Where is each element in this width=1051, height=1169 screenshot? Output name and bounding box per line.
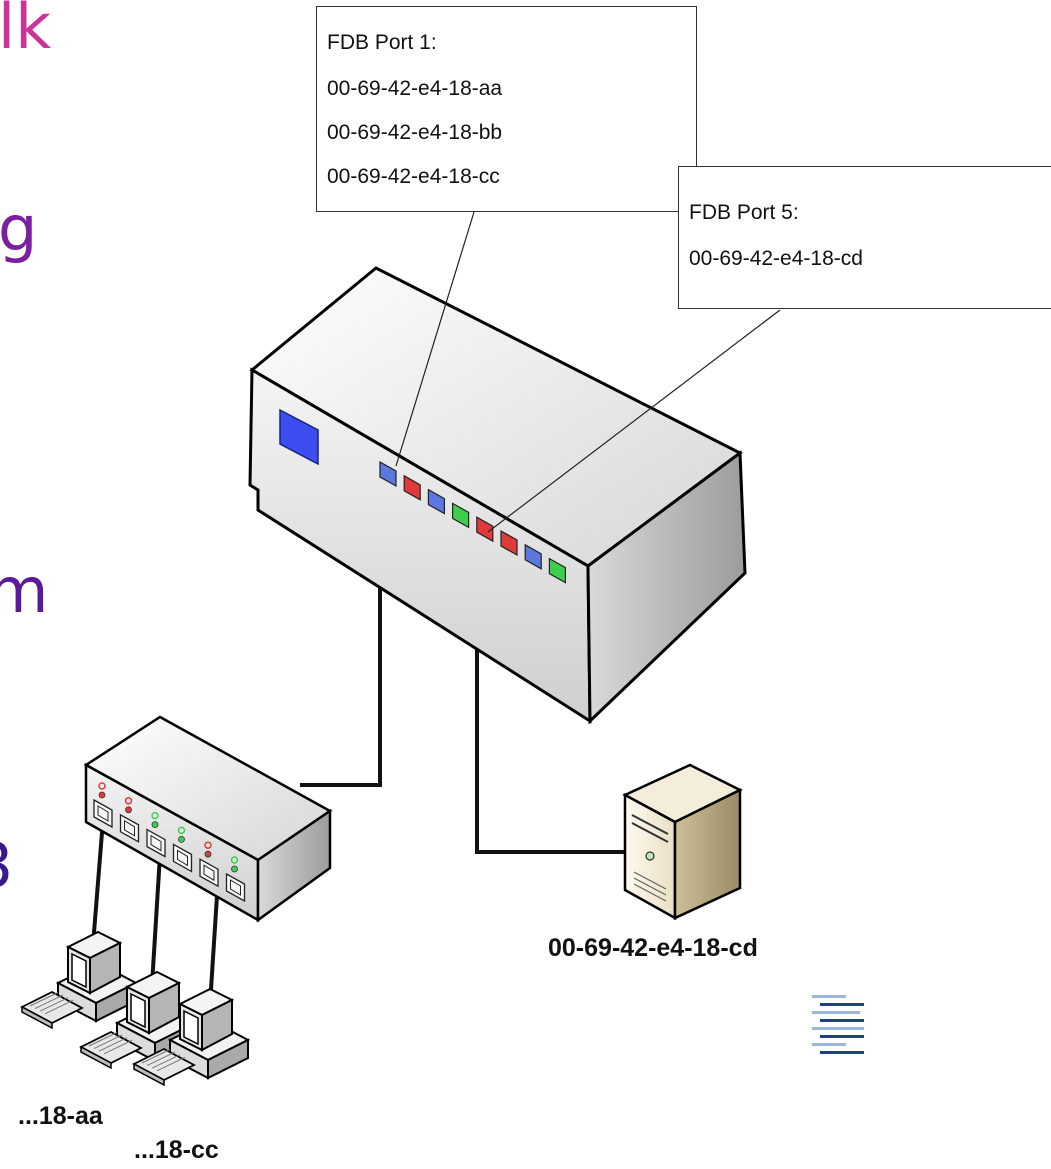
cable-pc-aa bbox=[91, 819, 105, 946]
fdb-port1-title: FDB Port 1: bbox=[327, 31, 437, 54]
port-led-5 bbox=[476, 516, 494, 543]
cables bbox=[91, 575, 625, 1006]
hub-port-6 bbox=[225, 856, 246, 903]
title-fragment-3: m bbox=[0, 554, 49, 627]
title-fragment-1: lk bbox=[0, 0, 52, 63]
leader-port5 bbox=[487, 309, 781, 533]
leader-port1 bbox=[395, 211, 475, 467]
fdb-port1-callout: FDB Port 1: 00-69-42-e4-18-aa 00-69-42-e… bbox=[316, 6, 697, 212]
pc-cc-label: ...18-cc bbox=[134, 1136, 219, 1164]
cable-switch-to-hub bbox=[300, 575, 382, 787]
fdb-port5-callout: FDB Port 5: 00-69-42-e4-18-cd bbox=[678, 166, 1051, 309]
main-switch-display bbox=[279, 408, 319, 466]
main-switch-side bbox=[586, 450, 747, 725]
fdb-port5-entry: 00-69-42-e4-18-cd bbox=[689, 247, 863, 270]
fdb-port1-entry: 00-69-42-e4-18-cc bbox=[327, 165, 500, 188]
server-mac-label: 00-69-42-e4-18-cd bbox=[548, 934, 758, 962]
cable-pc-bb bbox=[150, 854, 162, 986]
hub-ports bbox=[93, 782, 246, 903]
logo-icon bbox=[812, 995, 864, 1054]
port-led-6 bbox=[500, 529, 518, 557]
hub-port-4 bbox=[172, 826, 193, 873]
hub-port-1 bbox=[93, 782, 113, 829]
port-leds bbox=[379, 460, 567, 584]
port-led-3 bbox=[427, 488, 445, 515]
port-led-1 bbox=[379, 460, 397, 488]
fdb-port1-entry: 00-69-42-e4-18-aa bbox=[327, 77, 503, 100]
workstations bbox=[20, 930, 251, 1087]
workstation-1 bbox=[20, 930, 139, 1030]
main-switch bbox=[248, 266, 747, 725]
hub-side bbox=[256, 808, 332, 923]
hub-port-2 bbox=[119, 797, 140, 843]
server-side bbox=[673, 787, 742, 920]
title-fragment-2: g bbox=[0, 192, 38, 265]
port-led-8 bbox=[548, 557, 567, 584]
port-led-4 bbox=[452, 502, 470, 529]
hub-port-5 bbox=[199, 841, 219, 888]
port-led-7 bbox=[524, 543, 542, 570]
fdb-port1-entry: 00-69-42-e4-18-bb bbox=[327, 121, 503, 144]
hub-switch bbox=[83, 715, 333, 923]
pc-aa-label: ...18-aa bbox=[18, 1102, 103, 1130]
workstation-3 bbox=[132, 987, 251, 1087]
workstation-2 bbox=[79, 970, 198, 1070]
title-fragment-4: 3 bbox=[0, 835, 13, 897]
port-led-2 bbox=[403, 474, 421, 501]
cable-pc-cc bbox=[208, 879, 220, 1006]
hub-port-3 bbox=[146, 811, 166, 858]
cable-switch-to-server bbox=[475, 627, 625, 854]
fdb-port5-title: FDB Port 5: bbox=[689, 201, 799, 224]
server bbox=[622, 763, 743, 921]
